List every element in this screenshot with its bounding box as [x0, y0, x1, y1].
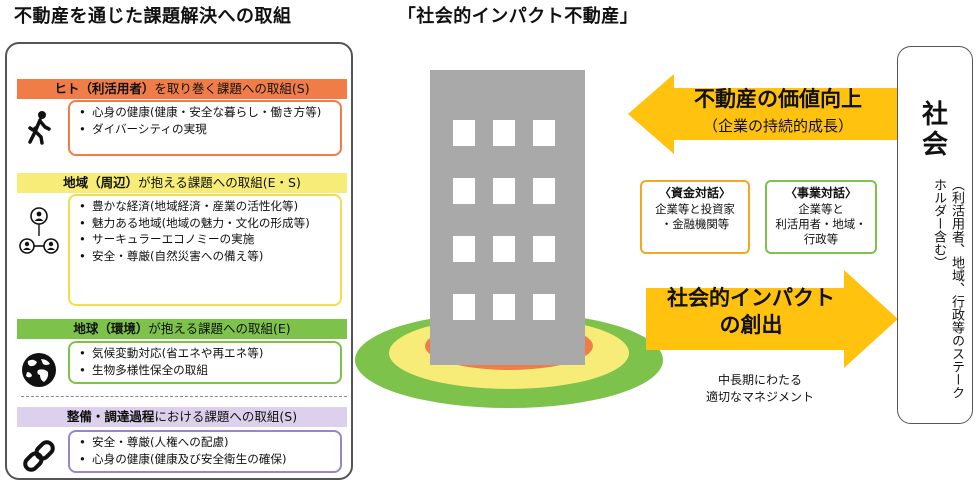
- society-title: 社 会: [897, 100, 973, 160]
- list-item: 心身の健康(健康・安全な暮らし・働き方等): [78, 104, 334, 121]
- category-header-region: 地域（周辺）が抱える課題への取組(E・S): [17, 173, 347, 193]
- impact-arrow-title-line: 社会的インパクト: [667, 286, 835, 310]
- funding-dialog-line: 企業等と投資家: [655, 202, 735, 216]
- category-header-earth: 地球（環境）が抱える課題への取組(E): [17, 319, 347, 339]
- list-item: 魅力ある地域(地域の魅力・文化の形成等): [78, 215, 334, 232]
- society-note: （利活用者、地域、行政等のステークホルダー含む）: [931, 178, 964, 399]
- impact-arrow-title-line: の創出: [719, 313, 783, 337]
- management-note-line: 適切なマネジメント: [705, 390, 814, 404]
- list-item: ダイバーシティの実現: [78, 121, 334, 138]
- business-dialog-line: 行政等: [803, 232, 839, 246]
- category-header-procurement: 整備・調達過程における課題への取組(S): [17, 407, 347, 427]
- building-window: [453, 294, 475, 320]
- management-note: 中長期にわたる 適切なマネジメント: [680, 372, 840, 406]
- building-window: [493, 236, 515, 262]
- list-item: 生物多様性保全の取組: [78, 362, 334, 379]
- building-window: [453, 120, 475, 146]
- business-dialog-box: 〈事業対話〉 企業等と 利活用者・地域・ 行政等: [765, 180, 877, 254]
- value-arrow: [628, 74, 898, 154]
- management-note-line: 中長期にわたる: [717, 373, 802, 387]
- building-window: [453, 178, 475, 204]
- business-dialog-line: 企業等と: [798, 202, 844, 216]
- building-window: [453, 236, 475, 262]
- list-item: 安全・尊厳(人権への配慮): [78, 434, 334, 451]
- main-title: 「社会的インパクト不動産」: [397, 6, 639, 27]
- walking-person-icon: [28, 111, 51, 145]
- section-divider: [21, 396, 347, 397]
- initiatives-panel: ヒト（利活用者）を取り巻く課題への取組(S) 心身の健康(健康・安全な暮らし・働…: [5, 42, 353, 480]
- impact-arrow-title: 社会的インパクト の創出: [646, 285, 856, 339]
- building-illustration: [355, 70, 663, 408]
- business-dialog-line: 利活用者・地域・: [775, 217, 867, 231]
- society-title-char: 会: [921, 130, 948, 160]
- society-box: [897, 46, 973, 424]
- building-window: [533, 236, 555, 262]
- community-network-icon: [19, 207, 59, 254]
- building-window: [533, 178, 555, 204]
- list-item: 豊かな経済(地域経済・産業の活性化等): [78, 198, 334, 215]
- building-window: [493, 178, 515, 204]
- category-header-people: ヒト（利活用者）を取り巻く課題への取組(S): [17, 79, 347, 99]
- building-window: [493, 120, 515, 146]
- list-item: 心身の健康(健康及び安全衛生の確保): [78, 451, 334, 468]
- business-dialog-title: 〈事業対話〉: [784, 186, 857, 200]
- funding-dialog-box: 〈資金対話〉 企業等と投資家 ・金融機関等: [640, 180, 750, 254]
- list-item: 気候変動対応(省エネや再エネ等): [78, 345, 334, 362]
- building-icon: [430, 70, 585, 365]
- list-item: サーキュラーエコノミーの実施: [78, 231, 334, 248]
- category-box-procurement: 安全・尊厳(人権への配慮) 心身の健康(健康及び安全衛生の確保): [68, 430, 342, 473]
- value-arrow-subtitle: （企業の持続的成長）: [702, 117, 853, 135]
- building-window: [493, 294, 515, 320]
- category-box-earth: 気候変動対応(省エネや再エネ等) 生物多様性保全の取組: [68, 341, 342, 384]
- building-window: [533, 294, 555, 320]
- globe-icon: [22, 353, 56, 387]
- list-item: 安全・尊厳(自然災害への備え等): [78, 248, 334, 265]
- chain-link-icon: [23, 440, 55, 472]
- building-windows: [453, 120, 555, 320]
- value-arrow-title: 不動産の価値向上: [694, 87, 862, 111]
- funding-dialog-line: ・金融機関等: [660, 217, 730, 231]
- building-window: [533, 120, 555, 146]
- impact-arrow: [646, 270, 898, 368]
- category-box-region: 豊かな経済(地域経済・産業の活性化等) 魅力ある地域(地域の魅力・文化の形成等)…: [68, 194, 342, 306]
- funding-dialog-title: 〈資金対話〉: [658, 186, 731, 200]
- left-section-title: 不動産を通じた課題解決への取組: [14, 6, 292, 27]
- society-title-char: 社: [921, 100, 948, 130]
- category-box-people: 心身の健康(健康・安全な暮らし・働き方等) ダイバーシティの実現: [68, 100, 342, 156]
